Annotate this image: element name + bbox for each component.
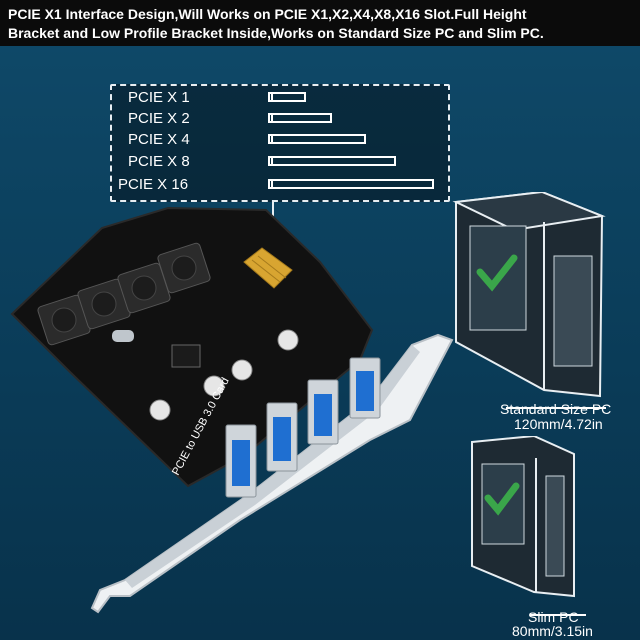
standard-pc-dimension-line bbox=[506, 407, 606, 409]
capacitor bbox=[231, 359, 253, 381]
slot-label-x4: PCIE X 4 bbox=[128, 131, 190, 148]
capacitor bbox=[203, 375, 225, 397]
header-line-1: PCIE X1 Interface Design,Will Works on P… bbox=[8, 6, 527, 22]
header-banner: PCIE X1 Interface Design,Will Works on P… bbox=[0, 0, 640, 46]
capacitor bbox=[277, 329, 299, 351]
slot-label-x1: PCIE X 1 bbox=[128, 89, 190, 106]
usb-port bbox=[225, 424, 257, 498]
standard-pc-tower bbox=[452, 192, 606, 398]
slot-compatibility-box: PCIE X 1 PCIE X 2 PCIE X 4 PCIE X 8 PCIE… bbox=[110, 84, 450, 202]
controller-chip bbox=[171, 344, 201, 368]
slot-label-x8: PCIE X 8 bbox=[128, 153, 190, 170]
slot-label-x2: PCIE X 2 bbox=[128, 110, 190, 127]
slim-pc-dimension-line bbox=[530, 614, 586, 616]
slot-label-x16: PCIE X 16 bbox=[118, 176, 189, 193]
slot-bar-x4 bbox=[268, 134, 366, 144]
standard-pc-width: 120mm/4.72in bbox=[514, 416, 603, 432]
pcie-x1-connector bbox=[243, 247, 293, 289]
slot-bar-x16 bbox=[268, 179, 434, 189]
slot-bar-x8 bbox=[268, 156, 396, 166]
slim-pc-width: 80mm/3.15in bbox=[512, 623, 593, 639]
crystal-oscillator bbox=[112, 330, 134, 342]
slot-bar-x2 bbox=[268, 113, 332, 123]
slot-bar-x1 bbox=[268, 92, 306, 102]
header-line-2: Bracket and Low Profile Bracket Inside,W… bbox=[8, 25, 544, 41]
check-icon bbox=[484, 482, 520, 516]
usb-port bbox=[266, 402, 298, 472]
standard-pc-name: Standard Size PC bbox=[500, 401, 612, 417]
capacitor bbox=[149, 399, 171, 421]
usb-ports bbox=[225, 357, 381, 498]
inductors bbox=[37, 242, 211, 346]
slim-pc-tower bbox=[471, 436, 575, 598]
usb-port bbox=[349, 357, 381, 419]
check-icon bbox=[476, 254, 518, 292]
slim-pc-name: Slim PC bbox=[528, 609, 579, 625]
usb-port bbox=[307, 379, 339, 445]
